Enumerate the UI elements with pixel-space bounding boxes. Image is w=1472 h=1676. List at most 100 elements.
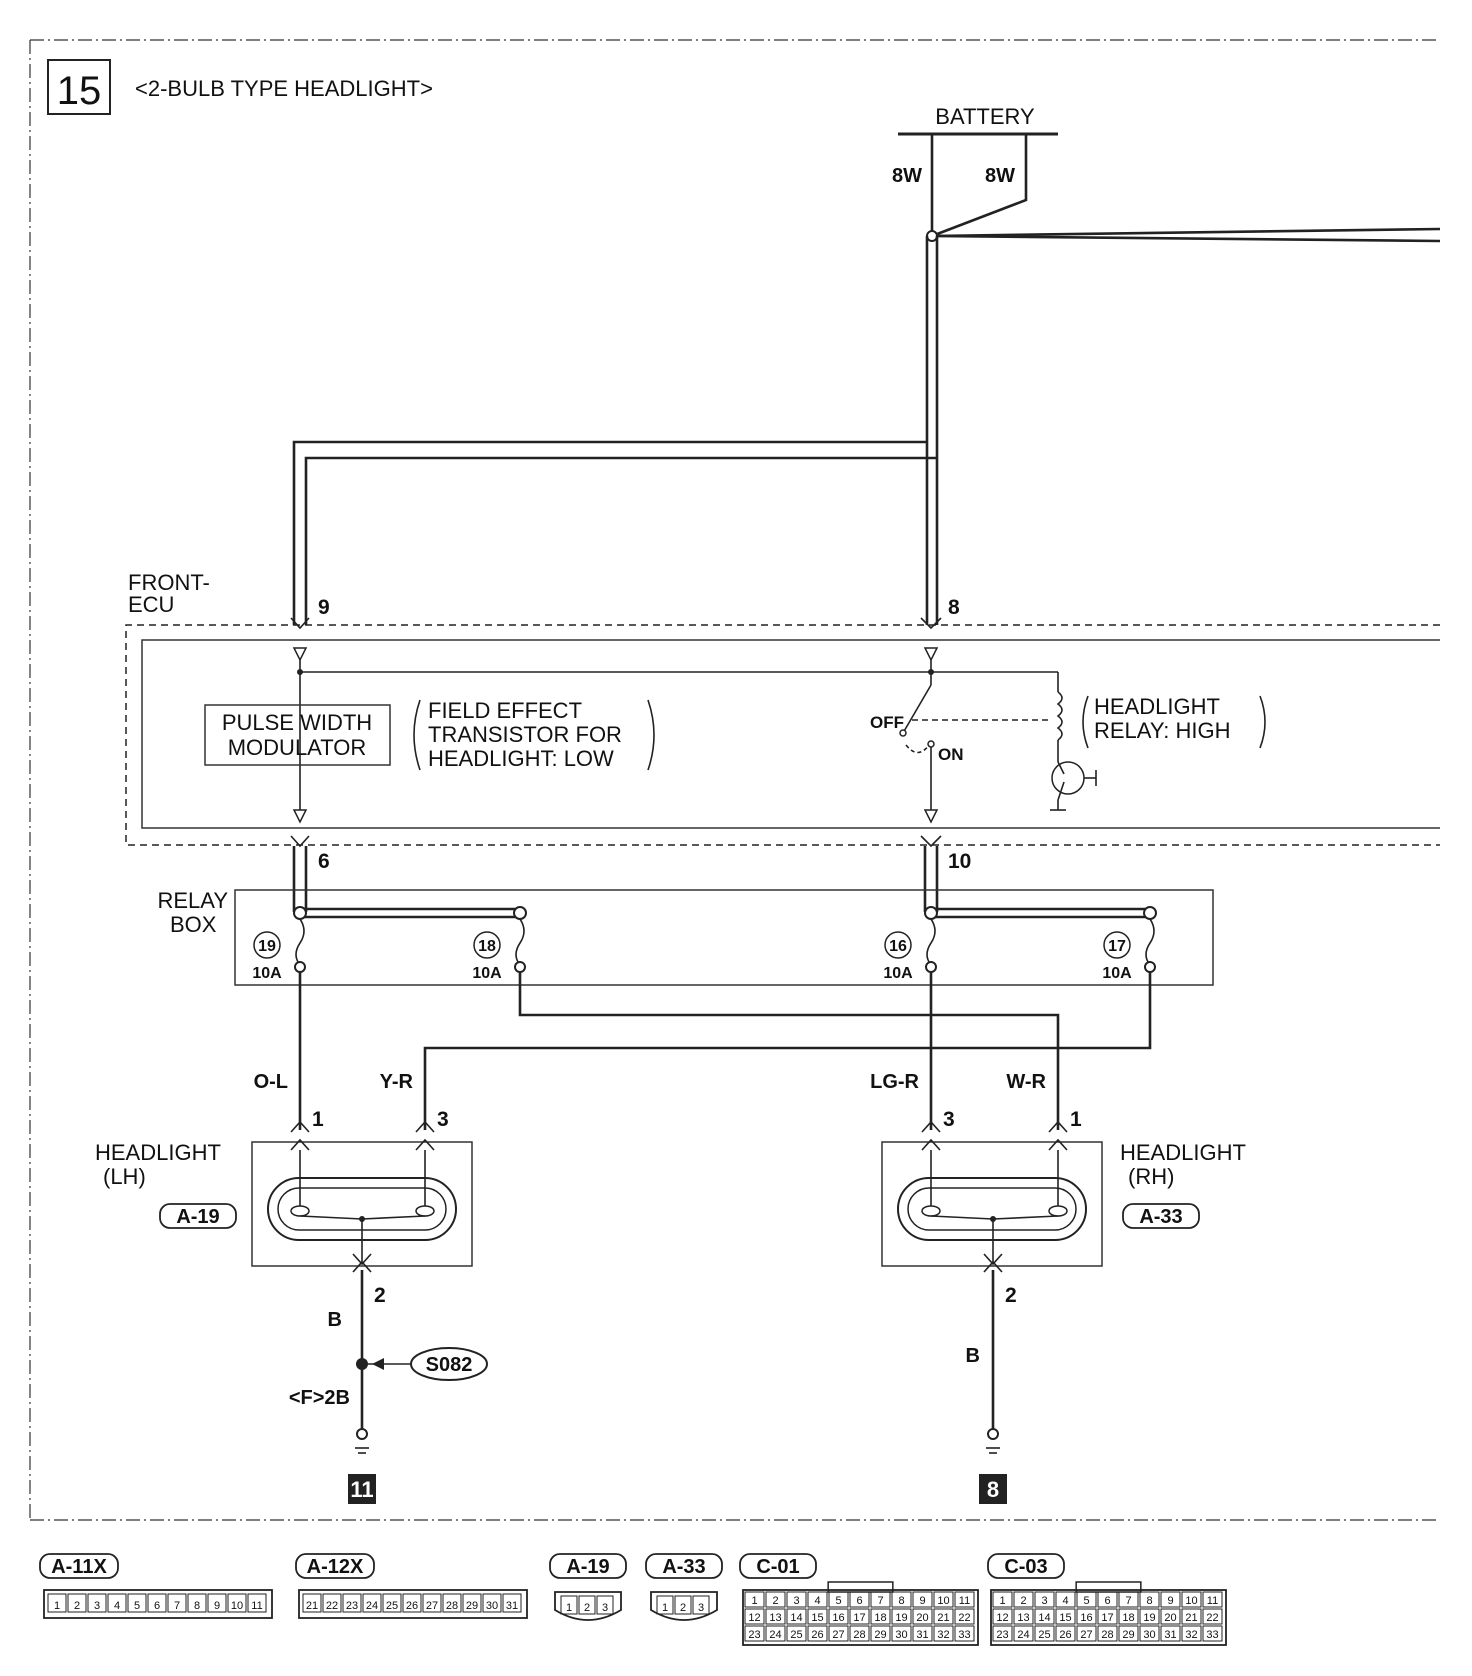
pin-cell — [227, 1593, 247, 1613]
pin-cell — [1181, 1591, 1202, 1608]
rh-ground-wire: B — [966, 1345, 980, 1367]
pin-cell — [47, 1593, 67, 1613]
pin-number: 13 — [1017, 1612, 1029, 1624]
pin-number: 4 — [814, 1595, 820, 1607]
pin-cell — [870, 1625, 891, 1642]
pwm-label-1: PULSE WIDTH — [222, 710, 372, 735]
pin-cell — [1139, 1591, 1160, 1608]
pin-cell — [765, 1591, 786, 1608]
pin-cell — [422, 1593, 442, 1613]
rh-pin-1: 1 — [1070, 1108, 1082, 1131]
relay-box-label-2: BOX — [170, 912, 217, 937]
pin-number: 33 — [1206, 1629, 1218, 1641]
pin-cell — [786, 1608, 807, 1625]
pin-cell — [1202, 1625, 1223, 1642]
page-number: 15 — [57, 69, 102, 113]
pin-cell — [1097, 1608, 1118, 1625]
pin-cell — [1097, 1625, 1118, 1642]
pin-cell — [807, 1608, 828, 1625]
headlight-rh: 3 1 HEADLIGHT (RH) A-33 — [881, 1108, 1246, 1267]
connector-shell — [554, 1591, 622, 1621]
pin-number: 31 — [916, 1629, 928, 1641]
pin-cell — [1076, 1625, 1097, 1642]
connector-a-12x-title: A-12X — [307, 1556, 364, 1578]
fuse-number-16: 16 — [889, 938, 907, 955]
pin-cell — [1139, 1608, 1160, 1625]
pin-number: 28 — [853, 1629, 865, 1641]
pin-number: 22 — [1206, 1612, 1218, 1624]
pin-number: 4 — [114, 1600, 120, 1612]
pin-cell — [933, 1608, 954, 1625]
connector-a-11x-title: A-11X — [51, 1556, 107, 1578]
pin-cell — [1118, 1591, 1139, 1608]
pin-number: 32 — [937, 1629, 949, 1641]
pin-cell — [933, 1625, 954, 1642]
pin-cell — [1034, 1608, 1055, 1625]
pin-cell — [765, 1608, 786, 1625]
pin-cell — [578, 1595, 596, 1615]
pin-cell — [402, 1593, 422, 1613]
pin-cell — [1160, 1625, 1181, 1642]
pin-cell — [1013, 1608, 1034, 1625]
pin-cell — [1160, 1591, 1181, 1608]
front-ecu: FRONT- ECU 9 8 6 10 PULSE WIDTH MODULATO… — [125, 570, 1440, 873]
pin-cell — [807, 1591, 828, 1608]
pin-number: 3 — [698, 1602, 704, 1614]
pin-cell — [807, 1625, 828, 1642]
connector-a-33-title: A-33 — [662, 1556, 705, 1578]
headlight-lh-label-1: HEADLIGHT — [95, 1140, 221, 1165]
pin-cell — [870, 1608, 891, 1625]
pin-number: 8 — [1146, 1595, 1152, 1607]
fet-label-2: TRANSISTOR FOR — [428, 722, 622, 747]
pin-number: 27 — [1080, 1629, 1092, 1641]
pin-number: 26 — [1059, 1629, 1071, 1641]
pin-cell — [1055, 1608, 1076, 1625]
pin-number: 30 — [1143, 1629, 1155, 1641]
ground-point-8-label: 8 — [987, 1477, 999, 1502]
page-number-box — [47, 59, 111, 115]
pin-number: 32 — [1185, 1629, 1197, 1641]
headlight-rh-box — [881, 1141, 1103, 1267]
connector-a-19-title: A-19 — [566, 1556, 609, 1578]
pin-number: 11 — [959, 1595, 970, 1607]
pin-number: 24 — [769, 1629, 781, 1641]
lh-ground-circuit: 2 B S082 <F>2B 11 — [289, 1260, 488, 1504]
pin-number: 18 — [874, 1612, 886, 1624]
pin-number: 2 — [680, 1602, 686, 1614]
connector-a-19-label: A-19 — [176, 1206, 219, 1228]
ecu-pin-6: 6 — [318, 850, 330, 873]
connector-c-01-title: C-01 — [756, 1556, 799, 1578]
pin-cell — [1118, 1608, 1139, 1625]
switch-off-label: OFF — [870, 713, 904, 732]
pin-number: 19 — [895, 1612, 907, 1624]
pin-number: 6 — [154, 1600, 160, 1612]
pin-cell — [1202, 1591, 1223, 1608]
pin-number: 20 — [916, 1612, 928, 1624]
pin-number: 24 — [1017, 1629, 1029, 1641]
relay-label-2: RELAY: HIGH — [1094, 718, 1231, 743]
pin-number: 28 — [1101, 1629, 1113, 1641]
lh-ground-wire: B — [328, 1309, 342, 1331]
pin-cell — [912, 1591, 933, 1608]
pin-cell — [891, 1608, 912, 1625]
pin-number: 3 — [94, 1600, 100, 1612]
splice-label: S082 — [426, 1354, 473, 1376]
pin-cell — [147, 1593, 167, 1613]
lh-pin-3: 3 — [437, 1108, 449, 1131]
front-ecu-label-2: ECU — [128, 592, 174, 617]
pin-cell — [828, 1608, 849, 1625]
ground-point-11 — [348, 1474, 376, 1504]
connector-a-33-label: A-33 — [1139, 1206, 1182, 1228]
pin-number: 23 — [748, 1629, 760, 1641]
pin-cell — [692, 1595, 710, 1615]
pin-number: 21 — [306, 1600, 318, 1612]
pin-cell — [1076, 1608, 1097, 1625]
diagram-subtitle: <2-BULB TYPE HEADLIGHT> — [135, 76, 433, 101]
rh-bulb-inner — [907, 1187, 1077, 1231]
pin-number: 2 — [74, 1600, 80, 1612]
pin-cell — [992, 1608, 1013, 1625]
